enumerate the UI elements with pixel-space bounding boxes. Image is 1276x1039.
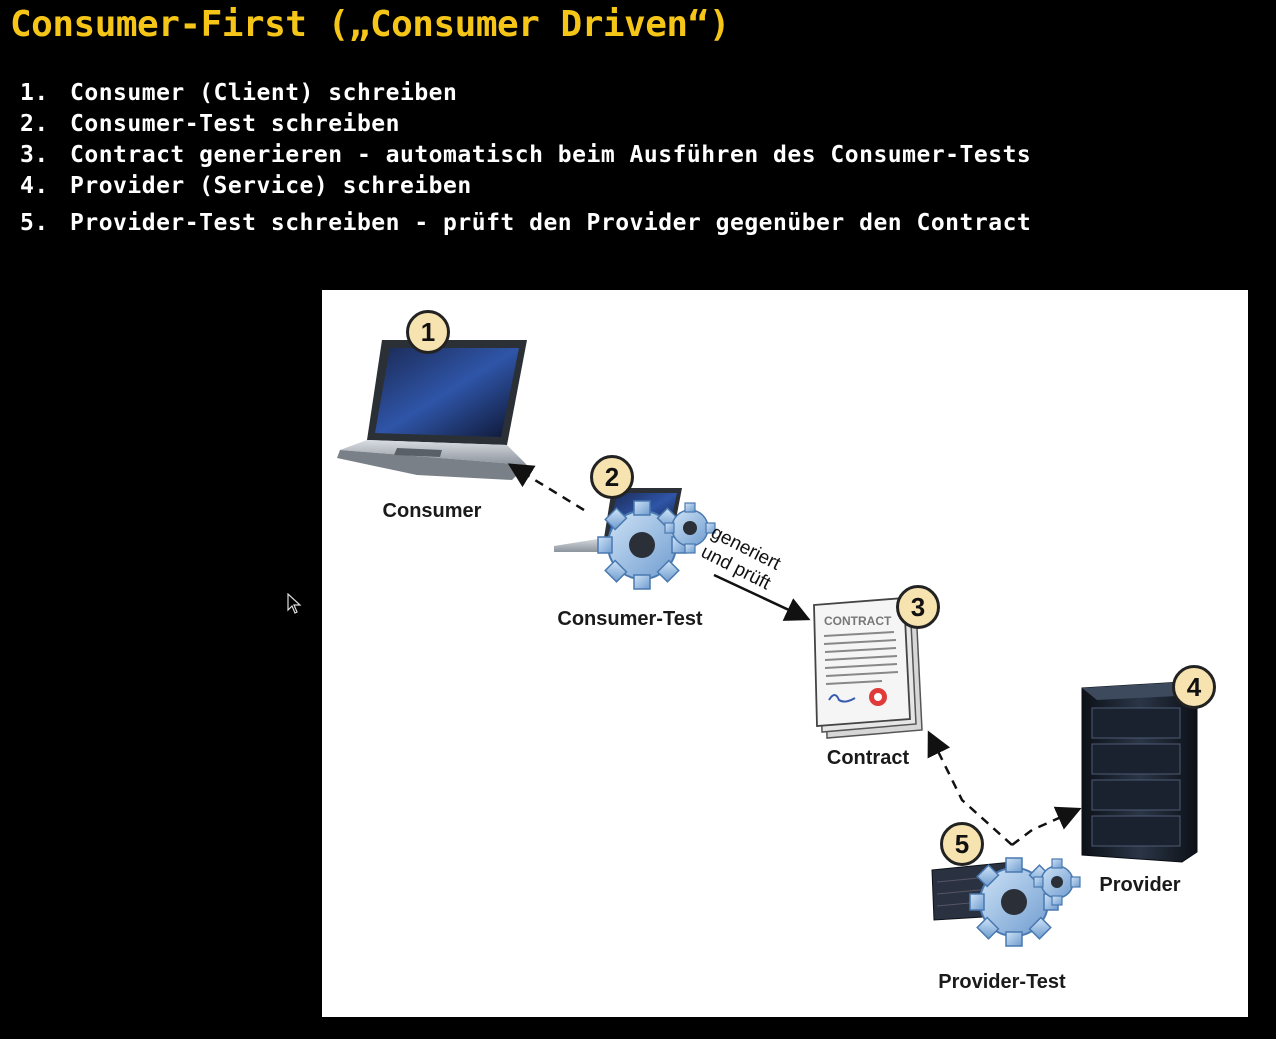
consumer-test-icon (554, 488, 716, 590)
step-text: Provider (Service) schreiben (70, 173, 472, 199)
contract-doc-text: CONTRACT (824, 614, 892, 628)
arrow-consumertest-to-contract (713, 573, 811, 621)
laptop-icon (337, 340, 527, 480)
arrow-consumertest-to-consumer (507, 463, 585, 512)
step-text: Contract generieren - automatisch beim A… (70, 142, 1032, 168)
step-text: Consumer (Client) schreiben (70, 80, 458, 106)
step-item: 1. Consumer (Client) schreiben (20, 78, 1031, 109)
step-badge-5: 5 (940, 822, 984, 866)
step-item: 3. Contract generieren - automatisch beim… (20, 140, 1031, 171)
step-number: 1. (20, 80, 49, 106)
step-badge-4: 4 (1172, 665, 1216, 709)
server-rack-icon (1081, 681, 1198, 863)
step-badge-3: 3 (896, 585, 940, 629)
provider-test-icon (931, 857, 1081, 947)
step-number: 3. (20, 142, 49, 168)
slide-title: Consumer-First („Consumer Driven“) (10, 4, 730, 45)
steps-list: 1. Consumer (Client) schreiben 2. Consumer… (20, 78, 1031, 239)
step-text: Provider-Test schreiben - prüft den Prov… (70, 210, 1032, 236)
step-number: 5. (20, 210, 49, 236)
provider-test-label: Provider-Test (938, 971, 1066, 993)
arrow-providertest-to-contract (927, 730, 1013, 846)
step-item: 5. Provider-Test schreiben - prüft den Pr… (20, 208, 1031, 239)
step-number: 4. (20, 173, 49, 199)
step-badge-2: 2 (590, 455, 634, 499)
step-item: 2. Consumer-Test schreiben (20, 109, 1031, 140)
diagram-graphics: CONTRACT (337, 340, 1198, 947)
diagram-panel: CONTRACT (322, 290, 1248, 1017)
step-badge-1: 1 (406, 310, 450, 354)
contract-label: Contract (826, 747, 910, 769)
step-number: 2. (20, 111, 49, 137)
provider-label: Provider (1099, 874, 1181, 896)
mouse-cursor-icon (287, 593, 302, 614)
consumer-label: Consumer (382, 500, 482, 522)
step-text: Consumer-Test schreiben (70, 111, 400, 137)
contract-document-icon: CONTRACT (813, 597, 923, 739)
arrow-providertest-to-provider (1011, 806, 1082, 846)
step-item: 4. Provider (Service) schreiben (20, 171, 1031, 202)
consumer-test-label: Consumer-Test (557, 608, 703, 630)
